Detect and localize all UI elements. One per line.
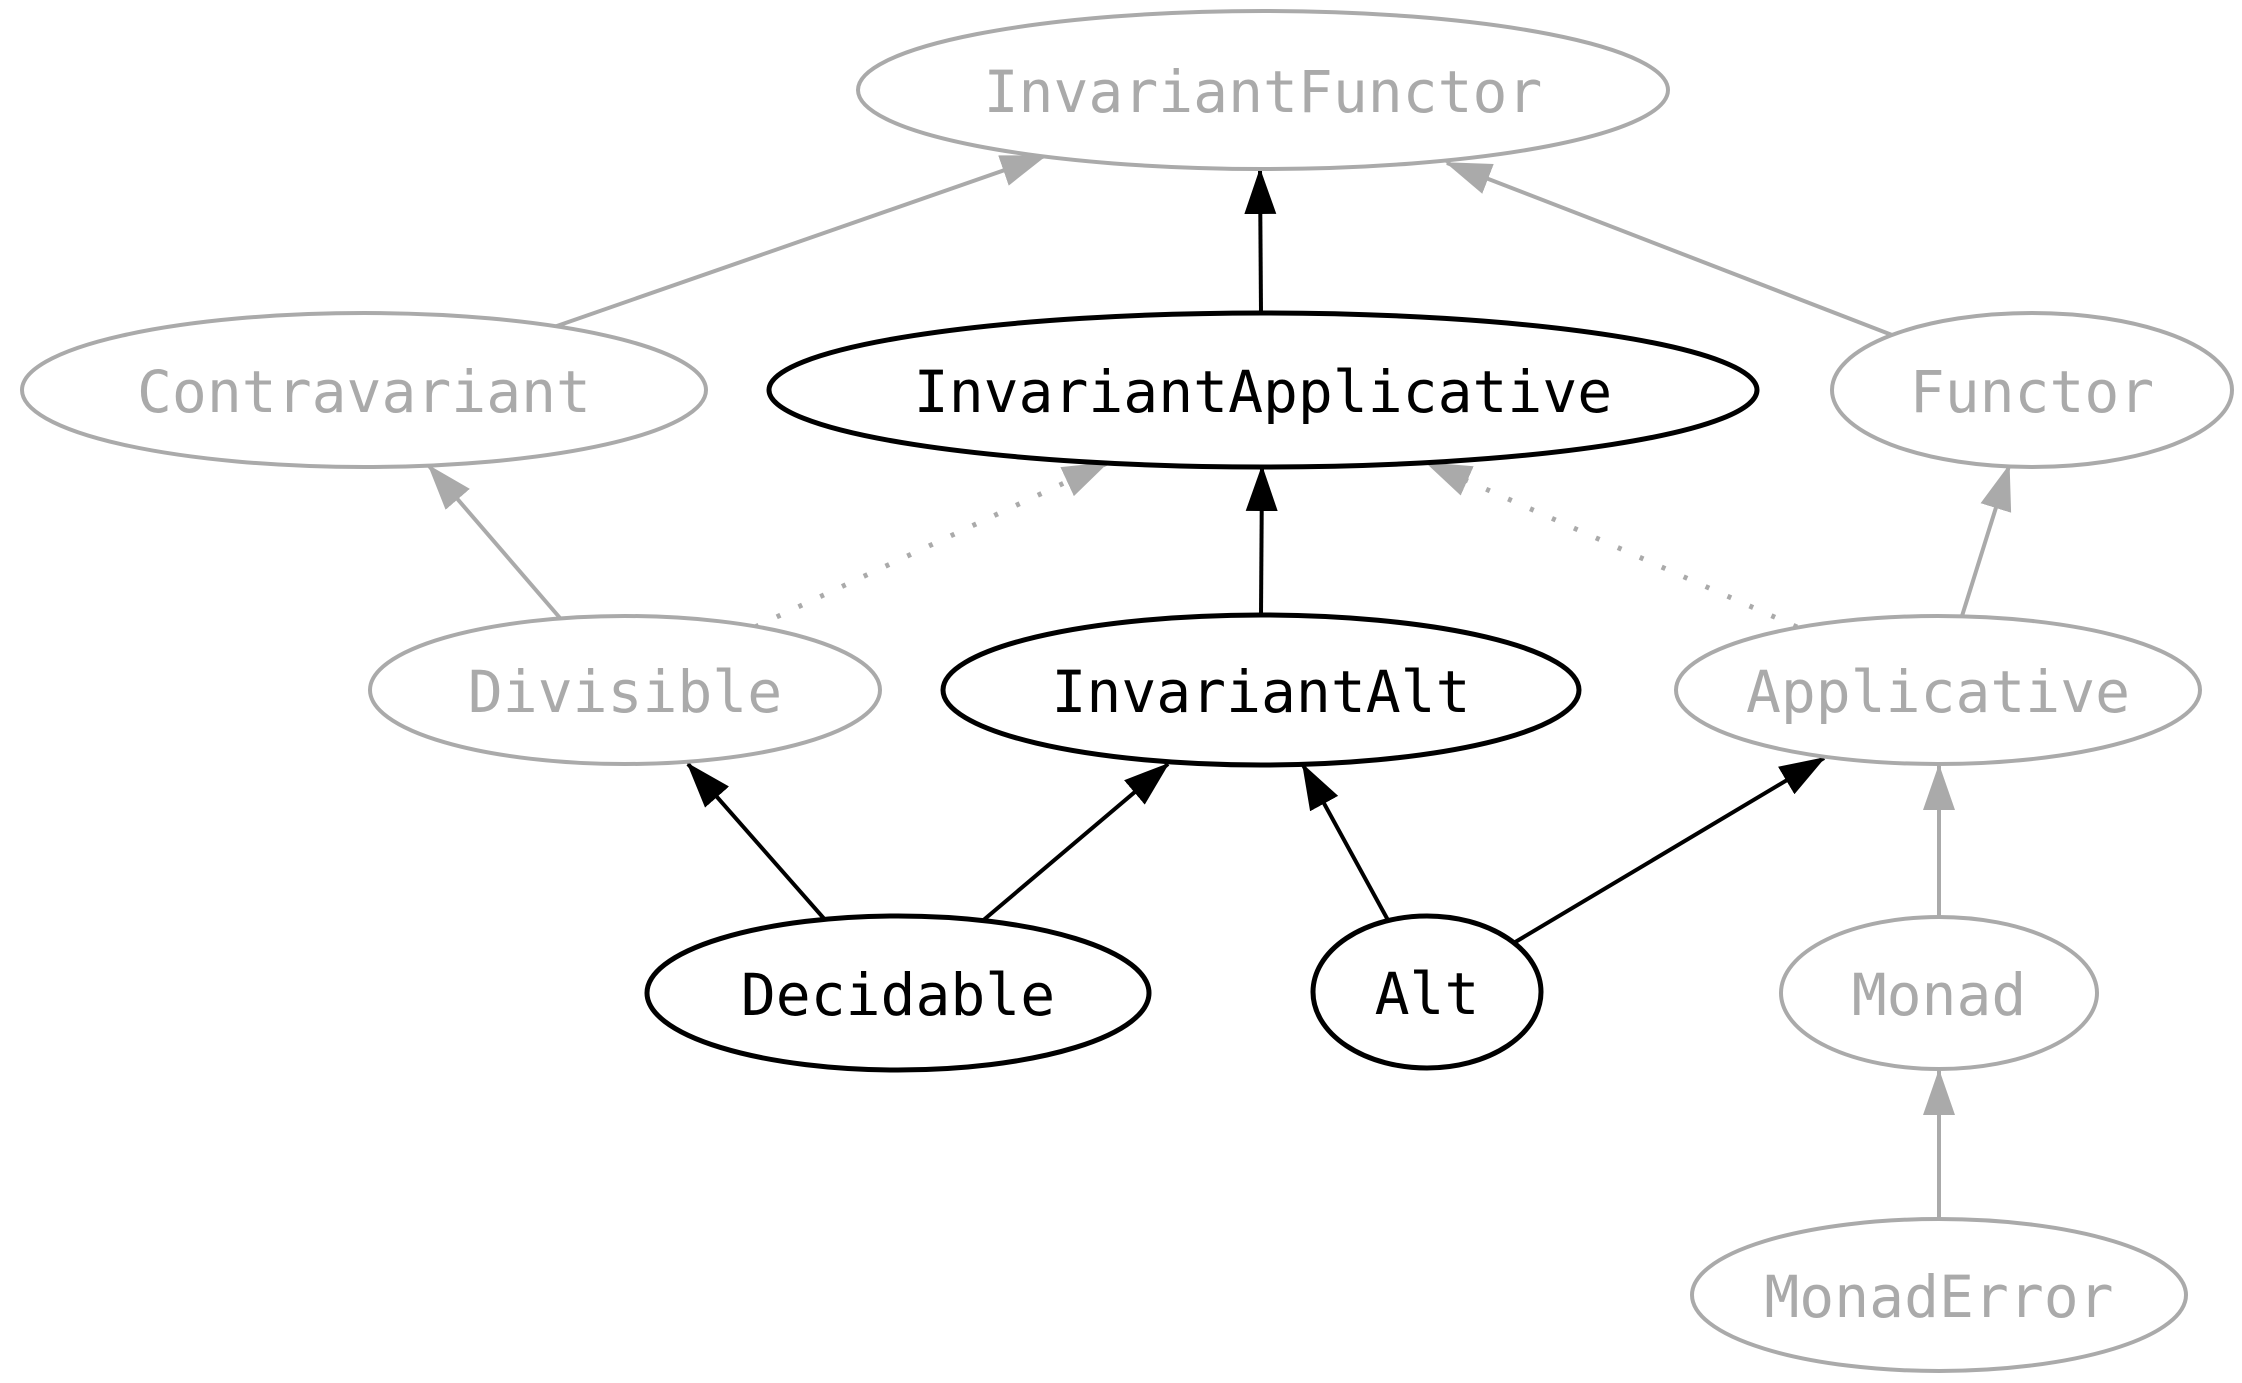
node-applicative: Applicative: [1674, 614, 2202, 766]
node-applicative-ellipse: [1674, 614, 2202, 766]
node-monad-ellipse: [1779, 915, 2099, 1071]
node-decidable-label: Decidable: [741, 961, 1055, 1029]
node-divisible: Divisible: [368, 614, 882, 766]
node-monaderror-label: MonadError: [1764, 1263, 2113, 1331]
node-applicative-label: Applicative: [1746, 658, 2130, 726]
edge-applicative-to-invariantapplicative: [1425, 460, 1799, 630]
edge-applicative-to-functor: [1960, 464, 2012, 617]
edge-layer: [427, 154, 2012, 1219]
edge-functor-to-invariantfunctor: [1445, 161, 1893, 337]
node-invariantfunctor-label: InvariantFunctor: [984, 58, 1543, 126]
node-alt-ellipse: [1310, 913, 1544, 1071]
edge-invariantalt-to-invariantapplicative: [1245, 465, 1278, 616]
edge-decidable-to-divisible: [686, 762, 829, 924]
node-invariantapplicative-label: InvariantApplicative: [914, 358, 1612, 426]
node-invariantalt-ellipse: [940, 612, 1582, 768]
edge-divisible-to-invariantapplicative: [753, 460, 1109, 630]
node-functor: Functor: [1830, 311, 2234, 469]
node-functor-ellipse: [1830, 311, 2234, 469]
node-decidable: Decidable: [644, 913, 1152, 1073]
node-alt-label: Alt: [1375, 960, 1480, 1028]
node-invariantapplicative-ellipse: [766, 310, 1760, 470]
node-invariantfunctor-ellipse: [856, 9, 1670, 171]
edge-alt-to-invariantalt: [1301, 763, 1391, 923]
edge-contravariant-to-invariantfunctor: [553, 154, 1047, 329]
node-invariantapplicative: InvariantApplicative: [766, 310, 1760, 470]
node-invariantalt-label: InvariantAlt: [1051, 658, 1470, 726]
node-decidable-ellipse: [644, 913, 1152, 1073]
node-monaderror: MonadError: [1690, 1217, 2188, 1373]
edge-divisible-to-contravariant: [427, 464, 562, 620]
node-divisible-ellipse: [368, 614, 882, 766]
node-functor-label: Functor: [1910, 358, 2154, 426]
node-invariantalt: InvariantAlt: [940, 612, 1582, 768]
node-monad-label: Monad: [1852, 961, 2027, 1029]
node-alt: Alt: [1310, 913, 1544, 1071]
node-monad: Monad: [1779, 915, 2099, 1071]
edge-decidable-to-invariantalt: [978, 762, 1170, 925]
edge-alt-to-applicative: [1510, 756, 1826, 946]
node-contravariant-label: Contravariant: [137, 358, 591, 426]
node-contravariant: Contravariant: [20, 311, 708, 469]
node-invariantfunctor: InvariantFunctor: [856, 9, 1670, 171]
node-divisible-label: Divisible: [468, 658, 782, 726]
node-monaderror-ellipse: [1690, 1217, 2188, 1373]
node-contravariant-ellipse: [20, 311, 708, 469]
edge-invariantapplicative-to-invariantfunctor: [1244, 168, 1277, 314]
